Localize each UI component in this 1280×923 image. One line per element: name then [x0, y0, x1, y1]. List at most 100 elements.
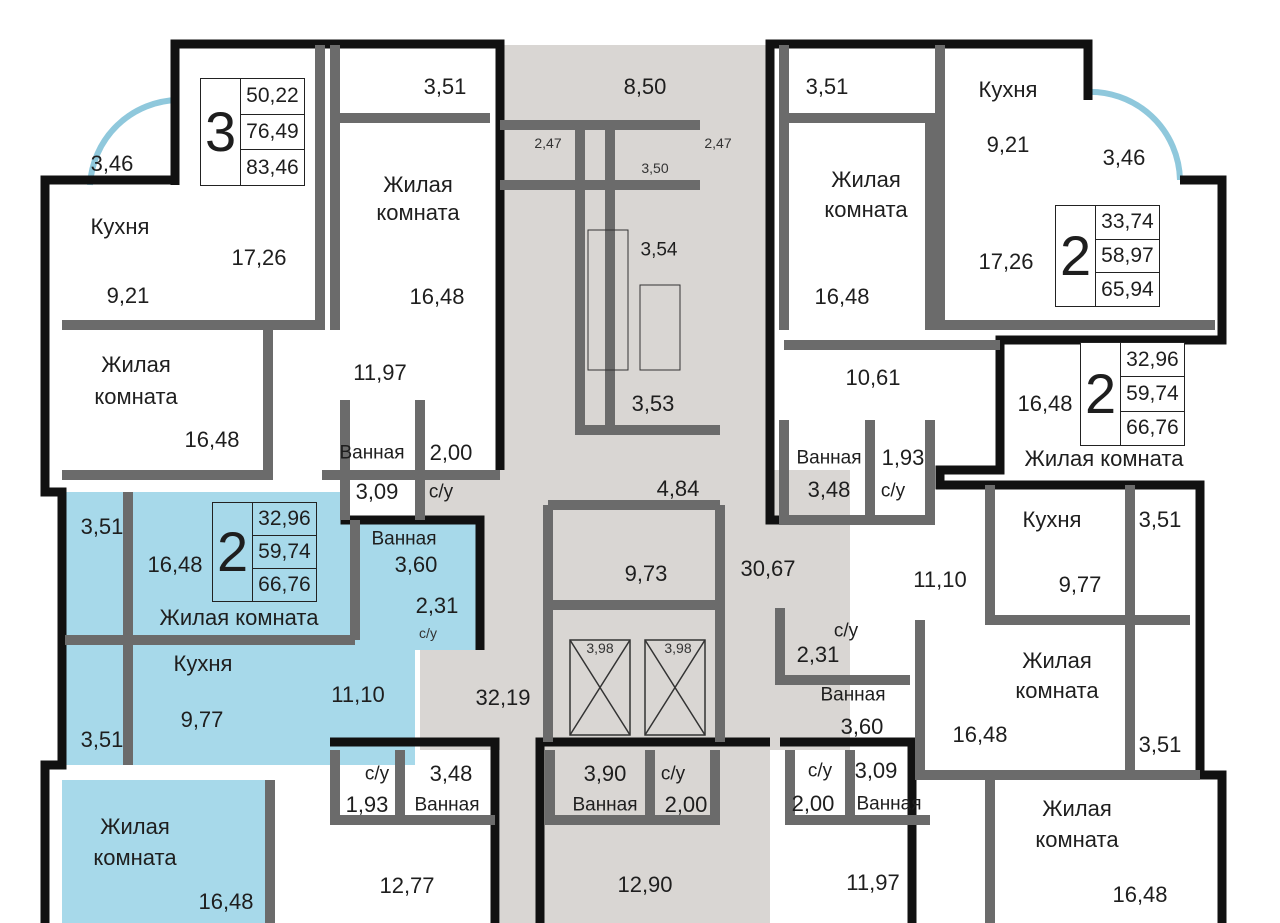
- room-area: 8,50: [623, 74, 667, 99]
- room-name: комната: [376, 200, 460, 225]
- room-area: 9,77: [1058, 572, 1102, 597]
- room-count: 2: [217, 520, 249, 583]
- room-name: Кухня: [173, 651, 233, 676]
- room-area: 3,46: [90, 151, 134, 176]
- room-area: 4,84: [656, 476, 700, 501]
- room-area: 3,90: [583, 761, 627, 786]
- room-area: 10,61: [845, 365, 901, 390]
- room-name: с/у: [833, 620, 859, 642]
- room-area: 9,77: [180, 707, 224, 732]
- room-area: 3,60: [840, 714, 884, 739]
- room-area: 2,47: [534, 135, 562, 151]
- room-name: комната: [1015, 678, 1099, 703]
- highlighted-apartment: [65, 492, 478, 765]
- room-area: 16,48: [409, 284, 465, 309]
- room-area: 16,48: [814, 284, 870, 309]
- room-area: 11,10: [331, 682, 385, 707]
- room-area: 1,93: [345, 792, 389, 817]
- room-area: 17,26: [978, 249, 1034, 274]
- room-area: 16,48: [198, 889, 254, 914]
- room-name: с/у: [880, 480, 906, 502]
- room-name: Ванная: [820, 684, 886, 706]
- area-value: 58,97: [1096, 240, 1159, 274]
- room-name: Ванная: [856, 793, 922, 815]
- room-area: 3,51: [1138, 507, 1182, 532]
- room-area: 3,46: [1102, 145, 1146, 170]
- room-name: с/у: [807, 760, 833, 782]
- area-value: 65,94: [1101, 277, 1154, 301]
- room-area: 3,48: [429, 761, 473, 786]
- area-value: 83,46: [246, 155, 299, 179]
- area-value: 76,49: [241, 115, 304, 151]
- highlighted-room: [62, 780, 267, 923]
- room-area: 30,67: [740, 556, 796, 581]
- room-area: 3,50: [641, 160, 669, 176]
- room-area: 3,09: [355, 479, 399, 504]
- room-name: с/у: [428, 481, 454, 503]
- room-area: 2,47: [704, 135, 732, 151]
- room-name: Жилая: [383, 172, 453, 197]
- room-area: 2,00: [429, 440, 473, 465]
- room-name: Жилая: [1042, 796, 1112, 821]
- elevators: [569, 639, 706, 736]
- room-area: 2,00: [664, 792, 708, 817]
- balcony-right: [1084, 88, 1183, 181]
- room-area: 3,09: [854, 758, 898, 783]
- room-area: 3,60: [394, 552, 438, 577]
- area-value: 59,74: [1121, 377, 1184, 412]
- balcony-left: [87, 97, 179, 186]
- room-area: 3,53: [631, 391, 675, 416]
- room-name: Ванная: [796, 447, 862, 469]
- inner-walls: [62, 45, 1215, 923]
- room-area: 16,48: [952, 722, 1008, 747]
- room-area: 16,48: [1112, 882, 1168, 907]
- room-name: Жилая: [831, 167, 901, 192]
- room-name: комната: [93, 845, 177, 870]
- room-name: комната: [94, 384, 178, 409]
- room-name: с/у: [364, 763, 390, 785]
- room-area: 3,48: [807, 477, 851, 502]
- room-area: 9,21: [106, 283, 150, 308]
- room-name: комната: [1035, 827, 1119, 852]
- room-area: 12,90: [617, 872, 673, 897]
- area-value: 33,74: [1096, 206, 1159, 240]
- room-name: Кухня: [90, 214, 150, 239]
- area-value: 59,74: [253, 536, 316, 569]
- room-area: 3,51: [805, 74, 849, 99]
- room-area: 3,51: [80, 727, 124, 752]
- staircase: [587, 229, 681, 371]
- room-area: 16,48: [1017, 391, 1073, 416]
- room-name: Ванная: [339, 442, 405, 464]
- room-area: 2,31: [415, 593, 459, 618]
- room-name: Жилая комната: [159, 605, 319, 630]
- area-value: 50,22: [241, 79, 304, 115]
- room-name: комната: [824, 197, 908, 222]
- room-area: 11,97: [846, 870, 900, 895]
- room-area: 3,51: [423, 74, 467, 99]
- room-area: 11,10: [913, 567, 967, 592]
- room-name: Кухня: [978, 77, 1038, 102]
- room-area: 12,77: [379, 873, 435, 898]
- room-area: 3,51: [1138, 732, 1182, 757]
- room-area: 9,21: [986, 132, 1030, 157]
- room-area: 11,97: [353, 360, 407, 385]
- room-name: Ванная: [572, 794, 638, 816]
- room-area: 2,00: [791, 791, 835, 816]
- room-name: Ванная: [371, 528, 437, 550]
- room-area: 16,48: [147, 552, 203, 577]
- room-name: Жилая комната: [1024, 446, 1184, 471]
- room-area: 17,26: [231, 245, 287, 270]
- elevator-area: 3,98: [586, 640, 614, 656]
- room-area: 1,93: [881, 445, 925, 470]
- room-area: 3,51: [80, 514, 124, 539]
- room-name: Жилая: [101, 352, 171, 377]
- area-value: 32,96: [1121, 343, 1184, 378]
- room-name: Кухня: [1022, 507, 1082, 532]
- room-name: с/у: [660, 763, 686, 785]
- room-area: 2,31: [796, 642, 840, 667]
- room-count: 2: [1085, 362, 1117, 425]
- room-name: Жилая: [100, 814, 170, 839]
